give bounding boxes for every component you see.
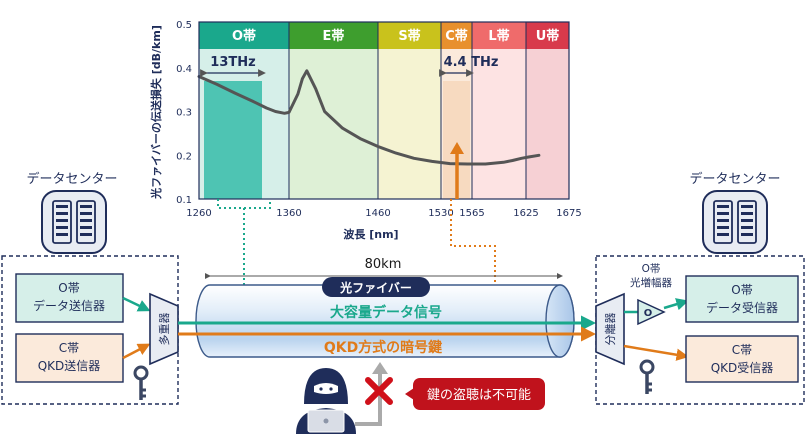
amplifier-icon[interactable] <box>637 298 666 326</box>
multiplexer[interactable] <box>149 292 179 366</box>
band-header <box>378 22 441 49</box>
mux-label: 多重器 <box>157 313 171 346</box>
band-header-label: C帯 <box>445 28 468 44</box>
band-fill <box>526 49 569 199</box>
o-band-data-receiver[interactable] <box>685 275 799 323</box>
x-tick-label: 1360 <box>276 208 301 219</box>
band-fill <box>472 49 526 199</box>
intercept-arrow-head <box>372 362 388 374</box>
c-receiver-label-1: C帯 <box>732 343 752 357</box>
band-header <box>472 22 526 49</box>
right-data-center: データセンター 分離器 O帯 光増幅器 O O帯 データ受信器 <box>595 171 805 405</box>
x-mark-icon <box>365 377 393 405</box>
qkd-signal-label: QKD方式の暗号鍵 <box>324 339 442 356</box>
server-rack-icon <box>41 190 107 254</box>
left-dc-title: データセンター <box>26 171 117 187</box>
hacker-icon <box>296 368 356 434</box>
server-rack-icon <box>702 190 768 254</box>
band-header-label: O帯 <box>232 28 256 44</box>
band-header <box>289 22 378 49</box>
warning-badge-pointer <box>405 388 414 400</box>
key-icon <box>639 359 655 394</box>
band-header-label: U帯 <box>536 28 560 44</box>
x-tick-label: 1530 <box>428 208 453 219</box>
y-tick-label: 0.3 <box>176 108 192 119</box>
x-axis-ticks: 1260 1360 1460 1530 1565 1625 1675 <box>186 208 581 219</box>
o-band-data-sender[interactable] <box>15 273 124 323</box>
band-header <box>441 22 472 49</box>
c-receiver-label-2: QKD受信器 <box>711 361 774 375</box>
loss-curve-line <box>197 69 541 166</box>
y-axis-label: 光ファイバーの伝送損失 [dB/km] <box>149 25 163 200</box>
o-sender-arrow <box>122 296 151 312</box>
o-band-usage-highlight <box>204 81 262 199</box>
x-tick-label: 1460 <box>365 208 390 219</box>
x-axis-label: 波長 [nm] <box>343 227 398 241</box>
distance-label: 80km <box>365 257 402 272</box>
y-tick-label: 0.1 <box>176 195 192 206</box>
demux-to-qkd-arrow <box>623 344 689 361</box>
demultiplexer[interactable] <box>595 292 625 366</box>
x-tick-label: 1625 <box>513 208 538 219</box>
data-signal-label: 大容量データ信号 <box>330 304 442 321</box>
band-fill <box>289 49 378 199</box>
x-tick-label: 1260 <box>186 208 211 219</box>
amp-label-2: 光増幅器 <box>630 276 672 289</box>
c-sender-label-2: QKD送信器 <box>38 358 101 373</box>
fiber-section: 80km 光ファイバー 大容量データ信号 QKD方式の暗号鍵 <box>178 257 596 358</box>
eavesdropper-group: 鍵の盗聴は不可能 <box>296 362 545 434</box>
demux-label: 分離器 <box>603 313 617 346</box>
band-headers: O帯 E帯 S帯 C帯 L帯 U帯 <box>199 22 569 49</box>
left-dc-boundary <box>1 255 179 405</box>
plot-frame <box>198 21 570 200</box>
fiber-title-badge <box>322 277 430 297</box>
left-data-center: データセンター O帯 データ送信器 C帯 QKD送信器 多重器 <box>1 171 179 405</box>
fiber-tube-end <box>545 284 575 358</box>
band-fill <box>378 49 441 199</box>
amp-symbol: O <box>644 308 653 319</box>
band-header <box>199 22 289 49</box>
y-tick-label: 0.5 <box>176 20 192 31</box>
band-header-label: E帯 <box>323 28 345 44</box>
o-sender-label-2: データ送信器 <box>33 298 105 313</box>
c-band-qkd-sender[interactable] <box>15 333 124 383</box>
fiber-title: 光ファイバー <box>339 280 412 295</box>
warning-badge <box>413 378 545 410</box>
bandwidth-label: 4.4 THz <box>444 55 499 70</box>
o-receiver-label-2: データ受信器 <box>706 300 778 315</box>
right-dc-title: データセンター <box>689 171 780 187</box>
band-header-label: L帯 <box>488 28 509 44</box>
key-icon <box>133 365 149 400</box>
band-header <box>526 22 569 49</box>
c-band-qkd-receiver[interactable] <box>685 335 799 383</box>
band-header-label: S帯 <box>398 28 420 44</box>
y-tick-label: 0.4 <box>176 64 192 75</box>
amp-to-receiver-arrow <box>663 298 689 311</box>
y-axis-ticks: 0.1 0.2 0.3 0.4 0.5 <box>176 20 192 206</box>
o-band-dotted-connector <box>217 199 271 326</box>
y-tick-label: 0.2 <box>176 151 192 162</box>
warning-text: 鍵の盗聴は不可能 <box>427 387 531 403</box>
amp-label-1: O帯 <box>642 262 661 275</box>
o-sender-label-1: O帯 <box>58 281 79 295</box>
x-tick-label: 1675 <box>556 208 581 219</box>
x-tick-label: 1565 <box>459 208 484 219</box>
o-receiver-label-1: O帯 <box>731 283 752 297</box>
c-band-up-arrow-head <box>450 142 464 154</box>
bandwidth-label: 13THz <box>210 55 255 70</box>
c-sender-arrow <box>122 343 151 360</box>
c-sender-label-1: C帯 <box>59 341 79 355</box>
